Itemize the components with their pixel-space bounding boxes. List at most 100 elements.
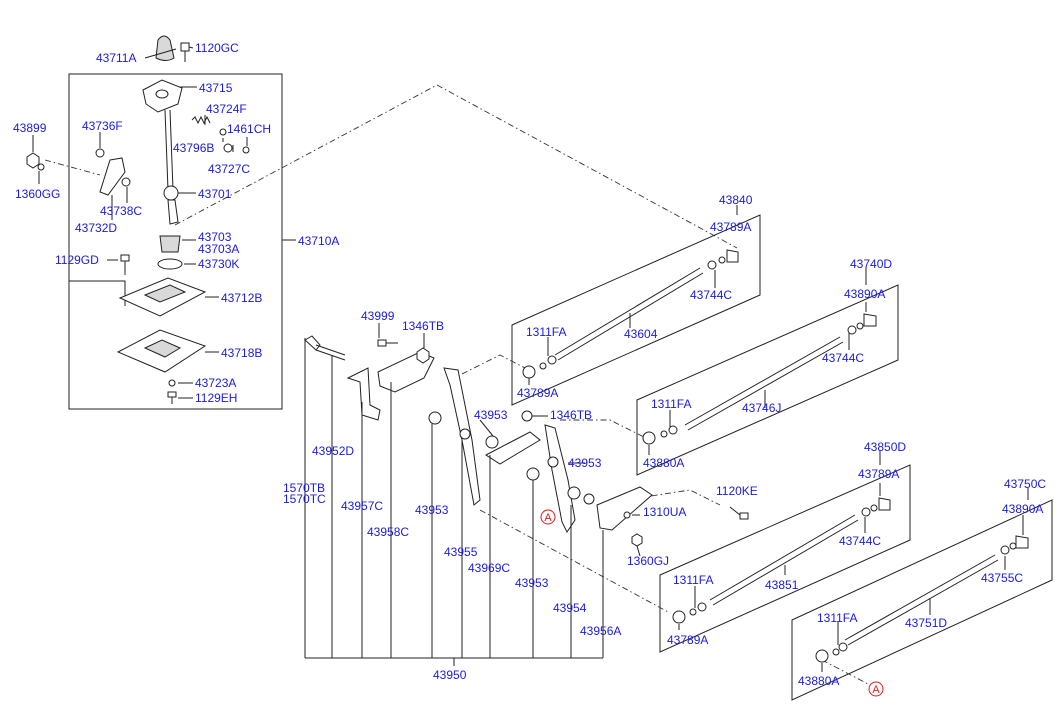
part-label: 1346TB [402, 319, 444, 333]
part-label: 43969C [468, 561, 510, 575]
cable-43746J [642, 313, 877, 445]
part-label: 1570TB [283, 481, 325, 495]
leaders-left [32, 46, 296, 399]
part-label: 43744C [690, 288, 732, 302]
part-label: 43957C [341, 499, 383, 513]
part-label: 1310UA [643, 505, 686, 519]
part-label: 43789A [710, 220, 751, 234]
spring-icon [191, 115, 211, 125]
ball-joint-icon [815, 649, 829, 663]
lower-subframe [69, 280, 126, 306]
part-label: 43710A [298, 234, 339, 248]
part-label: 43736F [82, 119, 123, 133]
part-label: 43958C [367, 525, 409, 539]
part-label: 43890A [1002, 502, 1043, 516]
part-label: 1129GD [55, 253, 99, 267]
reference-a-circle [868, 681, 884, 697]
bushing-43703-icon [159, 235, 181, 253]
part-label: 43880A [643, 456, 684, 470]
part-label: 43703 [198, 230, 232, 244]
shifter-parts [26, 35, 250, 404]
part-label: 1311FA [673, 573, 713, 587]
part-label: 43732D [75, 221, 117, 235]
part-label: 43740D [850, 257, 892, 271]
part-label: 1360GG [15, 187, 60, 201]
o-ring-icon [157, 258, 183, 270]
part-label: 43956A [580, 624, 621, 638]
part-label: 1570TC [283, 492, 326, 506]
part-label: 43724F [206, 102, 247, 116]
part-label: 43953 [415, 503, 449, 517]
dashed-upper [174, 84, 738, 249]
bushing-icon [95, 148, 105, 158]
dashed-leaders [44, 84, 871, 686]
shift-knob-icon [155, 35, 175, 61]
part-label: 43950 [433, 668, 467, 682]
part-label: 43751D [905, 616, 947, 630]
washer-icon [223, 143, 233, 153]
part-label: 43796B [173, 141, 214, 155]
part-label: 43715 [199, 81, 233, 95]
bracket-43956A-icon [596, 486, 653, 531]
part-label: 43789A [667, 633, 708, 647]
cable-frame-43740D [636, 284, 899, 476]
part-label: 1120GC [195, 41, 239, 55]
part-label: 43954 [553, 601, 587, 615]
cable-43851 [672, 497, 891, 624]
shifter-assembly-frame [68, 73, 283, 410]
leaders-43950 [304, 338, 604, 666]
cable-frame-43840 [511, 214, 761, 406]
part-label: 43880A [798, 674, 839, 688]
part-label: 43730K [198, 257, 239, 271]
part-label: 43703A [198, 242, 239, 256]
part-label: 43890A [844, 287, 885, 301]
part-label: 43718B [221, 346, 262, 360]
part-label: 1120KE [716, 484, 758, 498]
part-label: 43999 [361, 309, 395, 323]
cables [522, 249, 1029, 663]
leaders-right [378, 205, 1029, 672]
part-label: 43744C [839, 534, 881, 548]
ball-joint-icon [522, 365, 536, 379]
part-label: 1129EH [195, 391, 237, 405]
part-label: 43789A [858, 467, 899, 481]
part-label: 43953 [515, 576, 549, 590]
reference-a: A [872, 684, 880, 696]
part-label: 43701 [198, 187, 232, 201]
ball-joint-icon [672, 610, 686, 624]
part-label: 43744C [822, 351, 864, 365]
reference-markers: A A [540, 509, 884, 697]
select-lever-icon [99, 157, 126, 196]
part-label: 1360GJ [627, 554, 669, 568]
part-label: 43899 [13, 121, 47, 135]
cable-frame-43850D [659, 464, 911, 653]
part-label: 43952D [312, 444, 354, 458]
dashed-mid [449, 354, 526, 381]
reference-a: A [544, 512, 552, 524]
lever-ball-icon [163, 185, 179, 201]
part-label: 43755C [981, 571, 1023, 585]
frames [68, 73, 1053, 701]
part-label: 43727C [208, 162, 250, 176]
part-label: 43840 [719, 193, 753, 207]
dashed-low [479, 509, 671, 614]
part-labels: 43711A 1120GC 43715 43724F 43899 43736F … [13, 41, 1046, 688]
cable-frame-43750C [791, 499, 1053, 701]
part-label: 43750C [1004, 477, 1046, 491]
clip-icon [242, 146, 250, 154]
dashed-left [44, 159, 101, 176]
part-label: 43851 [765, 578, 799, 592]
part-label: 43789A [517, 386, 558, 400]
part-label: 1311FA [817, 611, 857, 625]
bracket-43957C-icon [346, 367, 381, 421]
reference-a-circle [540, 509, 556, 525]
cable-43751D [815, 535, 1029, 663]
part-label: 43711A [96, 51, 136, 65]
part-label: 43953 [474, 408, 508, 422]
part-label: 1311FA [651, 397, 691, 411]
part-label: 43850D [864, 440, 906, 454]
part-label: 1346TB [550, 408, 592, 422]
bolt-icon [180, 42, 190, 62]
part-label: 43604 [624, 327, 658, 341]
nut-icon [26, 152, 40, 169]
